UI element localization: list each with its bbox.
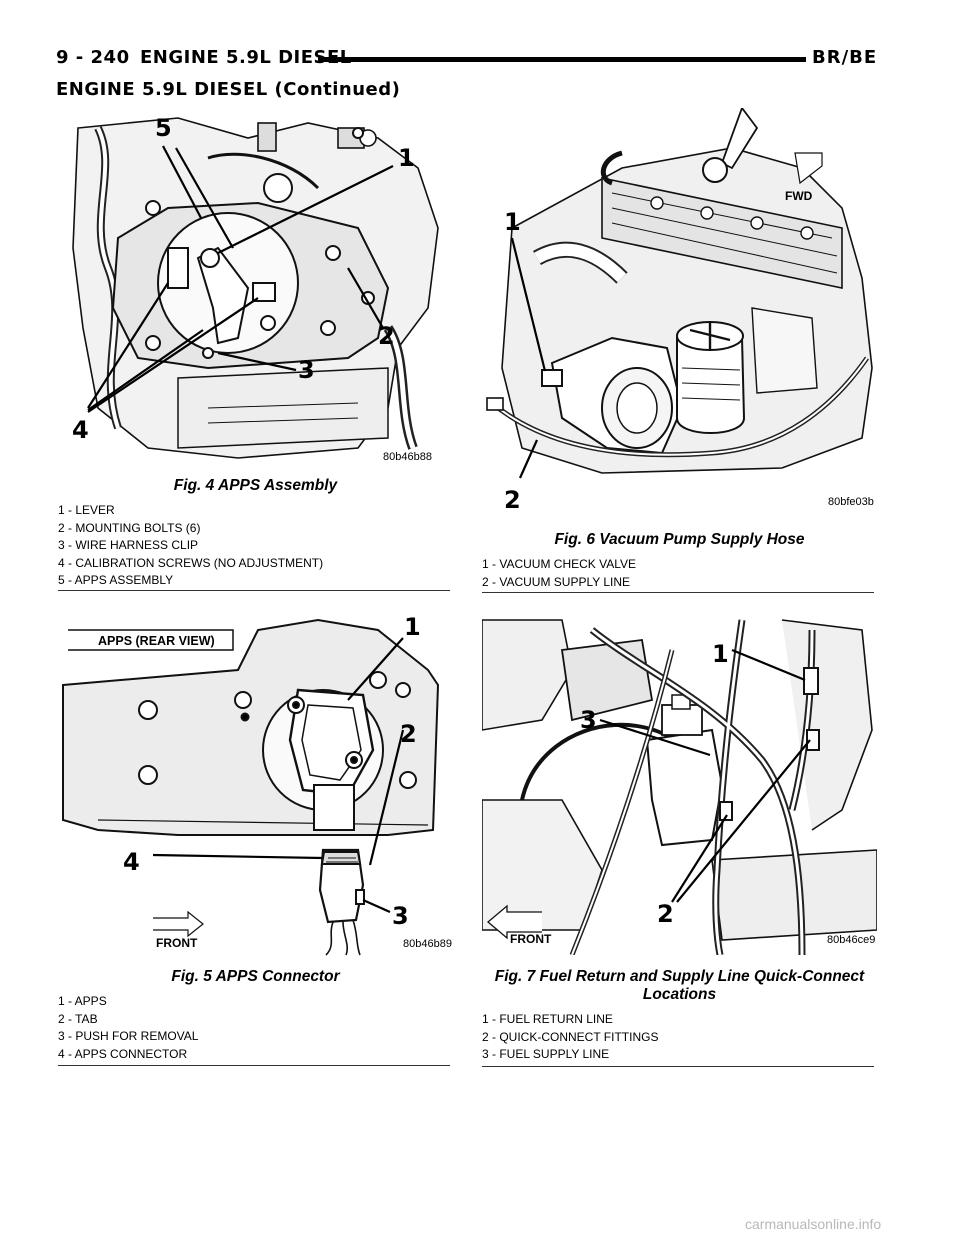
header-rule bbox=[318, 57, 806, 62]
fig4-callout: 1 bbox=[398, 144, 415, 172]
fig5-code: 80b46b89 bbox=[403, 938, 452, 950]
fig4-callout: 3 bbox=[298, 356, 315, 384]
fig6-code: 80bfe03b bbox=[828, 496, 874, 508]
fig7-illustration: FRONT 1 3 2 80b46ce9 bbox=[482, 610, 877, 955]
fig4-legend-item: 3 - WIRE HARNESS CLIP bbox=[58, 538, 199, 552]
fig4-callout: 5 bbox=[155, 114, 172, 142]
fig5-legend-item: 3 - PUSH FOR REMOVAL bbox=[58, 1029, 199, 1043]
fig6-legend-item: 1 - VACUUM CHECK VALVE bbox=[482, 557, 637, 571]
fig5-callouts: 1 2 3 4 bbox=[123, 613, 421, 930]
fig6-legend: 1 - VACUUM CHECK VALVE 2 - VACUUM SUPPLY… bbox=[482, 556, 636, 591]
fig7-legend-item: 2 - QUICK-CONNECT FITTINGS bbox=[482, 1029, 659, 1044]
fig7-divider bbox=[482, 1066, 874, 1067]
fig5-callout: 4 bbox=[123, 848, 140, 876]
fig5-legend-item: 4 - APPS CONNECTOR bbox=[58, 1046, 188, 1061]
fig4-divider bbox=[58, 590, 450, 591]
page-number: 9 - 240 bbox=[56, 47, 130, 68]
fig5-callout: 3 bbox=[392, 902, 409, 930]
fig5-divider bbox=[58, 1065, 450, 1066]
fig6-callout: 2 bbox=[504, 486, 521, 513]
model-code: BR/BE bbox=[812, 47, 878, 68]
fig4-illustration: 5 1 2 3 4 80b46b88 bbox=[58, 108, 453, 470]
fig7-callouts: 1 3 2 bbox=[580, 640, 729, 928]
watermark: carmanualsonline.info bbox=[745, 1216, 882, 1232]
fig5-illustration: APPS (REAR VIEW) FRONT 1 2 3 4 80b46b89 bbox=[58, 600, 453, 960]
fig7-legend-item: 1 - FUEL RETURN LINE bbox=[482, 1012, 613, 1026]
section-title: ENGINE 5.9L DIESEL bbox=[140, 47, 352, 68]
fig4-legend-item: 2 - MOUNTING BOLTS (6) bbox=[58, 520, 201, 535]
fig4-legend-item: 1 - LEVER bbox=[58, 503, 115, 517]
fig7-caption-line2: Locations bbox=[642, 986, 717, 1003]
fig5-front-label: FRONT bbox=[156, 936, 198, 950]
fig5-callout: 1 bbox=[404, 613, 421, 641]
fig6-legend-item: 2 - VACUUM SUPPLY LINE bbox=[482, 574, 631, 589]
fig4-callouts: 5 1 2 3 4 bbox=[72, 114, 415, 444]
fig7-callout: 3 bbox=[580, 706, 597, 734]
fig7-legend-item: 3 - FUEL SUPPLY LINE bbox=[482, 1047, 610, 1061]
fig5-legend-item: 1 - APPS bbox=[58, 994, 107, 1008]
fig6-illustration: FWD 1 2 80bfe03b bbox=[482, 108, 877, 513]
continued-heading: ENGINE 5.9L DIESEL (Continued) bbox=[56, 79, 401, 100]
fig7-legend: 1 - FUEL RETURN LINE 2 - QUICK-CONNECT F… bbox=[482, 1011, 658, 1064]
fig6-callouts: 1 2 bbox=[504, 208, 521, 513]
fig4-callout: 4 bbox=[72, 416, 89, 444]
fig7-code: 80b46ce9 bbox=[827, 934, 875, 946]
fig7-callout: 2 bbox=[657, 900, 674, 928]
fig6-divider bbox=[482, 592, 874, 593]
fig4-legend-item: 5 - APPS ASSEMBLY bbox=[58, 573, 174, 587]
fig7-front-label: FRONT bbox=[510, 932, 552, 946]
fig7-caption: Fig. 7 Fuel Return and Supply Line Quick… bbox=[482, 968, 877, 1004]
fig6-callout: 1 bbox=[504, 208, 521, 236]
fig5-rear-view-label: APPS (REAR VIEW) bbox=[98, 634, 215, 648]
fig4-legend: 1 - LEVER 2 - MOUNTING BOLTS (6) 3 - WIR… bbox=[58, 502, 323, 590]
fig7-callout: 1 bbox=[712, 640, 729, 668]
fig4-legend-item: 4 - CALIBRATION SCREWS (NO ADJUSTMENT) bbox=[58, 555, 324, 570]
fig5-legend: 1 - APPS 2 - TAB 3 - PUSH FOR REMOVAL 4 … bbox=[58, 993, 198, 1063]
fig5-legend-item: 2 - TAB bbox=[58, 1011, 98, 1026]
fig4-callout: 2 bbox=[378, 322, 395, 350]
fig5-caption: Fig. 5 APPS Connector bbox=[171, 968, 340, 985]
fig5-callout: 2 bbox=[400, 720, 417, 748]
fig4-code: 80b46b88 bbox=[383, 451, 432, 463]
fig6-caption: Fig. 6 Vacuum Pump Supply Hose bbox=[554, 531, 805, 548]
fig7-caption-line1: Fig. 7 Fuel Return and Supply Line Quick… bbox=[494, 968, 865, 985]
fig6-fwd-label: FWD bbox=[785, 189, 813, 203]
fig4-caption: Fig. 4 APPS Assembly bbox=[173, 477, 338, 494]
